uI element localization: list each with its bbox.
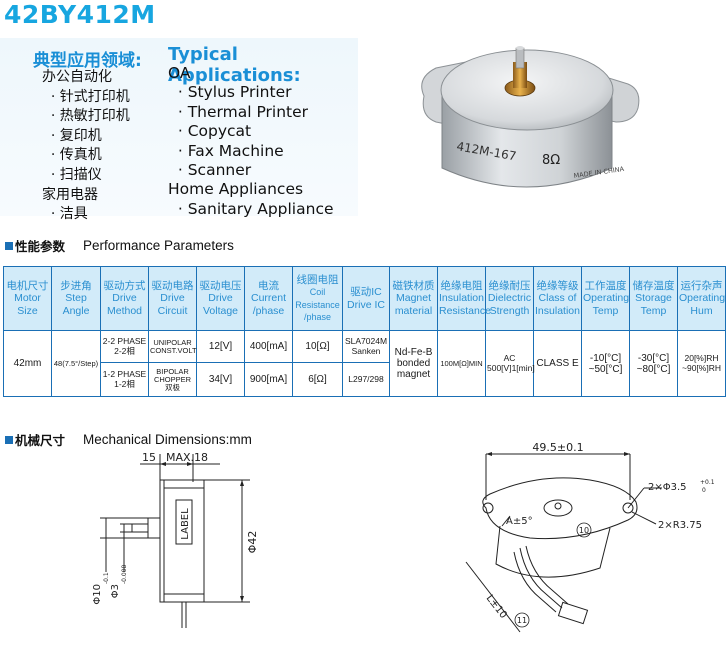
section-square-icon — [5, 241, 13, 250]
callout-11: 11 — [517, 616, 527, 625]
dim-phi10-tol: -0.1 — [103, 572, 110, 584]
callout-circle-10 — [576, 522, 592, 538]
application-item: 办公自动化 — [42, 69, 112, 85]
motor-photo: 412M-167 8Ω MADE IN CHINA — [406, 18, 648, 212]
cell-insulation-class: CLASS E — [533, 330, 582, 397]
application-item: · Scanner — [168, 161, 252, 180]
applications-heading-en: Typical Applications: — [168, 44, 301, 86]
application-item: · 复印机 — [42, 127, 102, 144]
cell-resistance-2: 6[Ω] — [292, 362, 343, 397]
performance-heading-en: Performance Parameters — [83, 238, 234, 253]
photo-label-ohm: 8Ω — [542, 153, 560, 168]
application-item: OA — [168, 64, 191, 82]
application-item: · Copycat — [168, 122, 252, 141]
cell-operating-temp: -10[°C]~50[°C] — [581, 330, 630, 397]
dim-holes-tol-top: +0.1 — [700, 479, 715, 486]
application-item: · 传真机 — [42, 147, 102, 164]
applications-panel: 典型应用领域: Typical Applications: 办公自动化 · 针式… — [0, 38, 358, 222]
cell-resistance-1: 10[Ω] — [292, 330, 343, 363]
mechanical-heading-zh: 机械尺寸 — [15, 433, 66, 448]
dim-15: 15 — [142, 452, 156, 464]
section-square-icon — [5, 435, 13, 444]
dim-phi3: Φ3 — [110, 584, 121, 598]
application-item: · 针式打印机 — [42, 88, 130, 105]
callout-circle-11 — [514, 612, 530, 628]
dim-max18: MAX.18 — [166, 452, 208, 464]
dim-width: 49.5±0.1 — [532, 442, 583, 454]
performance-heading-zh: 性能参数 — [15, 239, 66, 254]
cell-storage-temp: -30[°C]~80[°C] — [629, 330, 678, 397]
application-item: · 扫描仪 — [42, 166, 102, 183]
cell-operating-hum: 20[%]RH~90[%]RH — [677, 330, 726, 397]
application-item: · Sanitary Appliance — [168, 199, 334, 218]
cell-voltage-1: 12[V] — [196, 330, 245, 363]
application-item: · 热敏打印机 — [42, 108, 130, 125]
cell-current-2: 900[mA] — [244, 362, 293, 397]
cell-insulation-resistance: 100M[Ω]MIN — [437, 330, 486, 397]
cell-current-1: 400[mA] — [244, 330, 293, 363]
dim-holes: 2×Φ3.5 — [648, 482, 687, 493]
application-item: · Fax Machine — [168, 141, 284, 160]
application-item: 家用电器 — [42, 186, 98, 203]
callout-10: 10 — [579, 526, 589, 535]
application-item: Home Appliances — [168, 180, 304, 199]
cell-drive-ic-2: L297/298 — [342, 362, 390, 397]
application-item: · 洁具 — [42, 206, 88, 223]
application-item: · Thermal Printer — [168, 102, 309, 121]
dim-phi3-tol: -0.008 — [121, 564, 128, 584]
dim-angle: A±5° — [506, 516, 533, 527]
applications-list-en: OA · Stylus Printer · Thermal Printer · … — [168, 64, 334, 219]
top-view-drawing: 49.5±0.1 2×Φ3.5 +0.1 0 2×R3.75 A±5° 10 L… — [465, 442, 715, 633]
dim-radius: 2×R3.75 — [658, 520, 702, 531]
mechanical-heading: 机械尺寸 Mechanical Dimensions:mm — [5, 430, 252, 449]
dim-lead-length: L±10 — [484, 593, 509, 621]
applications-heading-zh: 典型应用领域: — [33, 51, 142, 71]
dim-phi42: Φ42 — [246, 531, 259, 554]
cell-motor-size: 42mm — [3, 330, 52, 397]
cell-voltage-2: 34[V] — [196, 362, 245, 397]
performance-heading: 性能参数 Performance Parameters — [5, 236, 234, 255]
label-text: LABEL — [180, 508, 191, 540]
model-title: 42BY412M — [4, 0, 156, 29]
cell-step-angle: 48(7.5°/Step) — [51, 330, 101, 397]
applications-list-zh: 办公自动化 · 针式打印机 · 热敏打印机 · 复印机 · 传真机 · 扫描仪家… — [42, 68, 130, 225]
dim-phi10: Φ10 — [92, 584, 103, 605]
dim-holes-tol-bot: 0 — [702, 487, 706, 494]
side-view-drawing: 15 MAX.18 LABEL Φ42 Φ10 -0.1 Φ3 -0.008 — [92, 452, 259, 628]
mechanical-heading-en: Mechanical Dimensions:mm — [83, 432, 252, 447]
application-item: · Stylus Printer — [168, 83, 292, 102]
